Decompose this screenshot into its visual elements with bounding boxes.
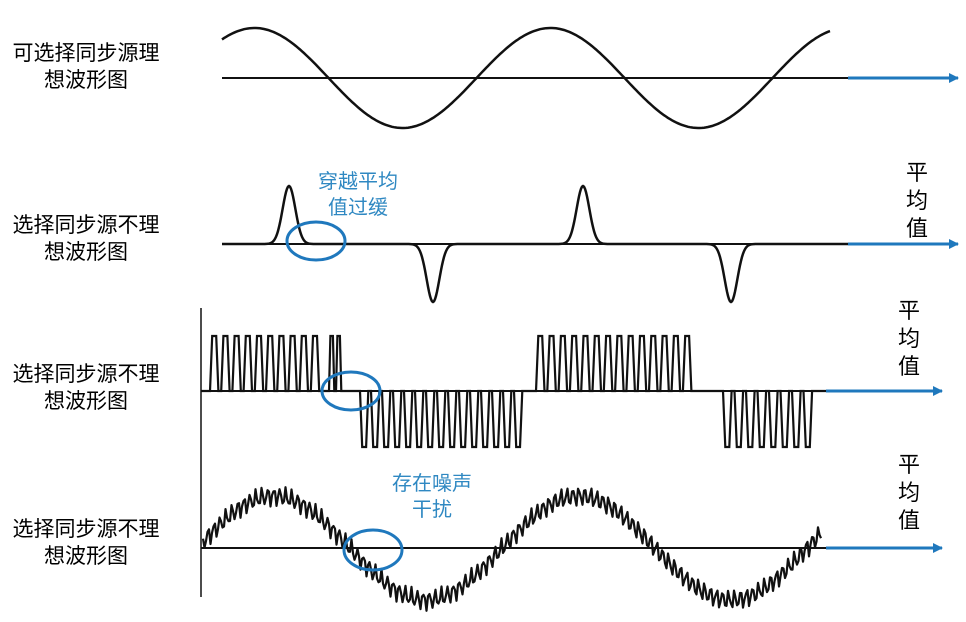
average-label-row-4: 平均值 <box>897 453 920 534</box>
row-1-label: 可选择同步源理 想波形图 <box>12 41 160 92</box>
slow-crossing-highlight <box>285 220 347 262</box>
row-4-label: 选择同步源不理 想波形图 <box>12 517 160 568</box>
row-2-label: 选择同步源不理 想波形图 <box>12 213 160 264</box>
noisy-sine-waveform <box>201 486 823 612</box>
noise-crossing-highlight <box>342 528 404 572</box>
burst-crossing-highlight <box>320 370 382 412</box>
noise-interference-note: 存在噪声 干扰 <box>392 471 472 521</box>
average-label-row-3: 平均值 <box>897 299 920 380</box>
pulse-burst-waveform <box>201 334 826 449</box>
ideal-sine-waveform <box>221 26 831 130</box>
slow-crossing-note: 穿越平均 值过缓 <box>318 169 398 219</box>
row-3-label: 选择同步源不理 想波形图 <box>12 362 160 413</box>
narrow-pulse-waveform <box>222 184 850 304</box>
average-label-row-2: 平均值 <box>905 161 928 242</box>
